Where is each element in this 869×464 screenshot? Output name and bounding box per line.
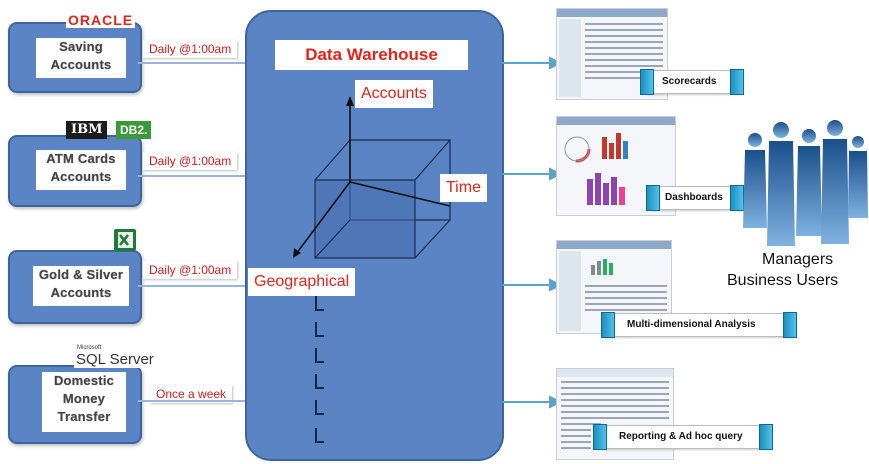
output-label-dashboards: Dashboards xyxy=(646,185,744,211)
source-label-transfer: Domestic Money Transfer xyxy=(42,372,126,432)
db2-logo: DB2. xyxy=(116,121,152,139)
source-label-line: Transfer xyxy=(57,409,111,424)
source-label-line: Accounts xyxy=(50,285,112,300)
output-label-text: Reporting & Ad hoc query xyxy=(619,431,743,442)
users-label-business: Business Users xyxy=(727,272,839,289)
cube-diagram xyxy=(293,96,451,443)
output-label-text: Scorecards xyxy=(662,76,717,87)
source-label-line: Gold & Silver xyxy=(38,267,124,282)
source-label-line: Domestic xyxy=(53,373,115,388)
source-label-line: Saving xyxy=(59,39,103,54)
connector-line xyxy=(138,400,245,402)
output-arrows xyxy=(502,56,563,409)
schedule-label: Daily @1:00am xyxy=(143,261,238,279)
source-label-atm: ATM Cards Accounts xyxy=(36,150,126,190)
output-label-reporting: Reporting & Ad hoc query xyxy=(593,424,773,450)
source-label-saving: Saving Accounts xyxy=(36,38,126,78)
schedule-label: Daily @1:00am xyxy=(143,40,238,58)
users-label-managers: Managers xyxy=(762,251,834,268)
connector-line xyxy=(138,285,245,287)
sqlserver-logo: SQL Server xyxy=(74,351,156,368)
oracle-logo: ORACLE xyxy=(66,12,136,28)
ibm-logo: IBM xyxy=(66,121,108,139)
output-label-scorecards: Scorecards xyxy=(640,69,744,95)
schedule-label: Daily @1:00am xyxy=(143,152,238,170)
source-label-line: Accounts xyxy=(50,169,112,184)
source-label-line: Money xyxy=(62,391,106,406)
excel-icon xyxy=(113,228,137,252)
output-label-text: Dashboards xyxy=(665,192,723,203)
warehouse-title: Data Warehouse xyxy=(275,40,468,70)
output-label-text: Multi-dimensional Analysis xyxy=(627,319,756,330)
connector-line xyxy=(138,175,245,177)
schedule-label: Once a week xyxy=(150,385,233,403)
source-label-line: Accounts xyxy=(50,57,112,72)
business-users-image xyxy=(743,120,868,246)
connector-line xyxy=(138,62,245,64)
dimension-geographical: Geographical xyxy=(248,268,356,296)
source-label-gold: Gold & Silver Accounts xyxy=(33,266,129,306)
microsoft-logo: Microsoft xyxy=(77,345,102,351)
dimension-accounts: Accounts xyxy=(355,80,433,108)
dimension-time: Time xyxy=(440,174,487,202)
output-label-analysis: Multi-dimensional Analysis xyxy=(601,312,797,338)
source-label-line: ATM Cards xyxy=(46,151,116,166)
